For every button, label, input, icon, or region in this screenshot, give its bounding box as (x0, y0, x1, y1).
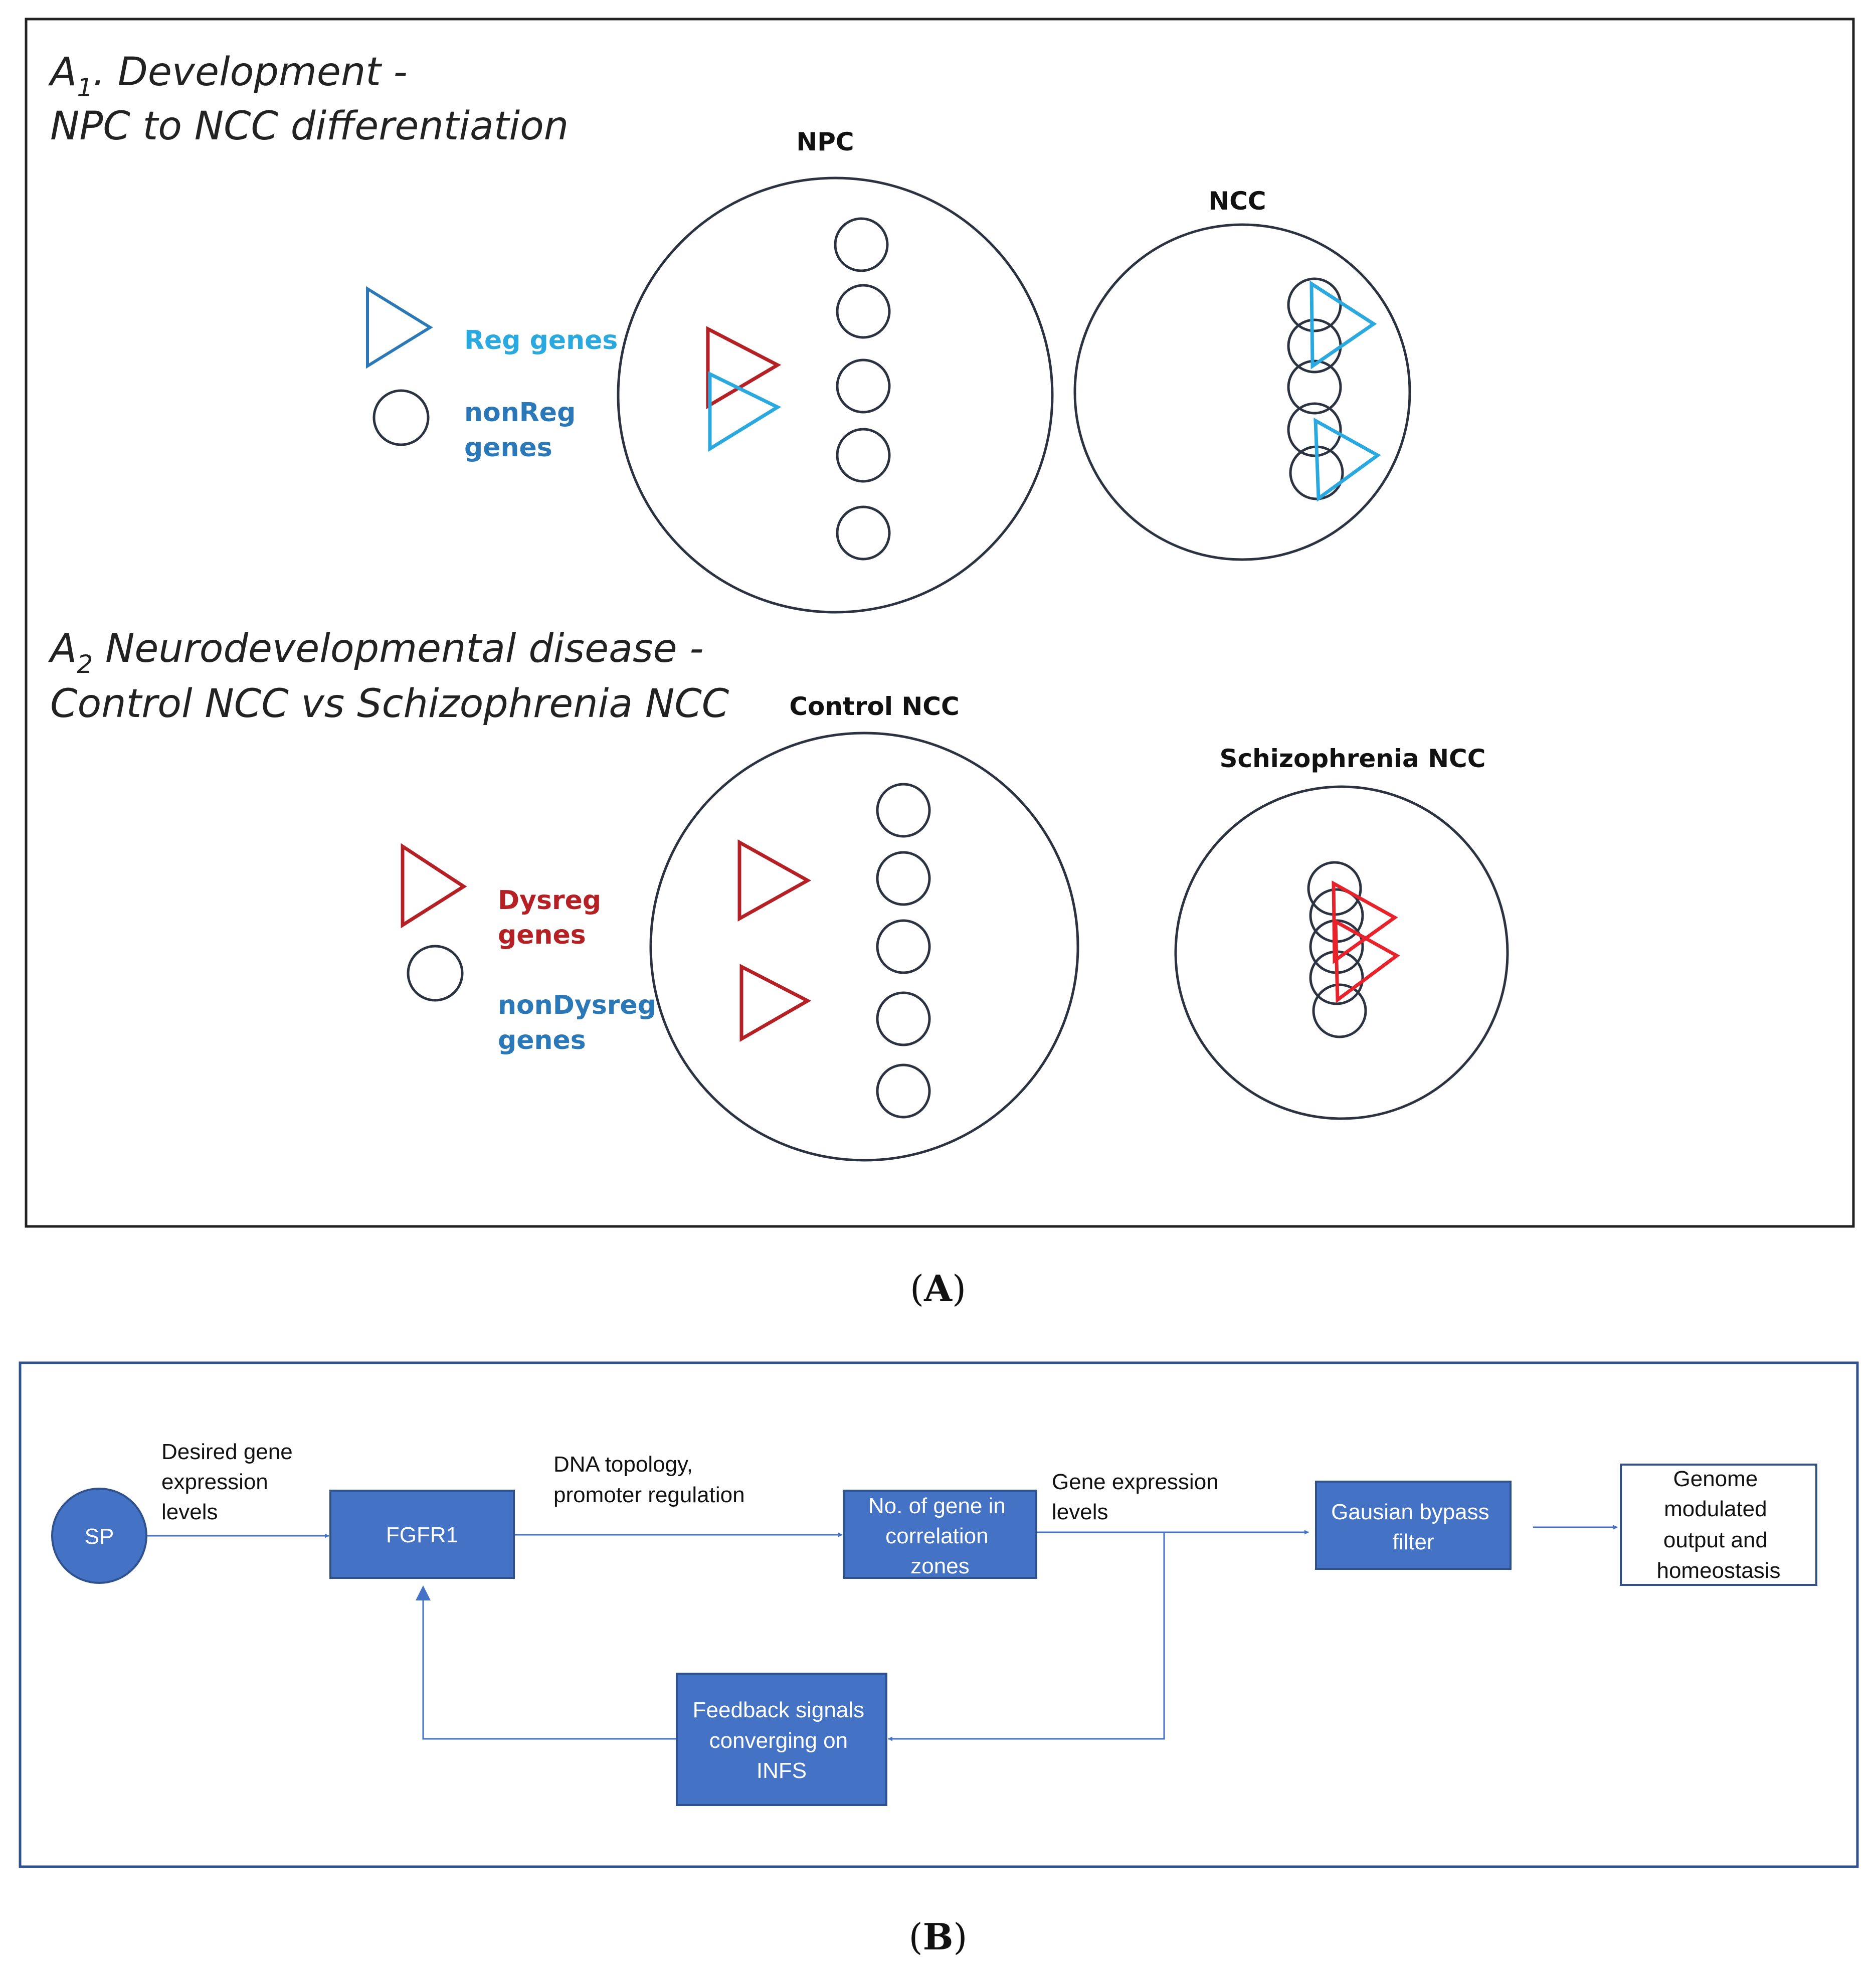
dysreg-genes-label-line2: genes (498, 920, 586, 950)
ncc-cell-title: NCC (1208, 187, 1266, 216)
fgfr1-node: FGFR1 (329, 1490, 515, 1579)
feedback-label: Feedback signals converging on INFS (693, 1698, 871, 1783)
sp-label: SP (85, 1524, 114, 1549)
nondysreg-genes-label-line1: nonDysreg (498, 990, 656, 1020)
feedback-box (676, 1673, 887, 1806)
a1-title-line1: A1. Development - (48, 50, 408, 102)
edge-feedback-to-fgfr1 (416, 1585, 677, 1740)
nonreg-gene-circle (836, 505, 891, 561)
fgfr1-label: FGFR1 (386, 1523, 458, 1547)
a1-legend: Reg genes nonReg genes (366, 286, 618, 463)
control-ncc-title: Control NCC (789, 692, 959, 721)
nonreg-genes-label-line1: nonReg (464, 398, 576, 428)
nonreg-gene-circle (836, 358, 891, 414)
dysreg-gene-triangle (737, 839, 812, 922)
output-box (1620, 1464, 1817, 1586)
sp-circle (51, 1488, 147, 1584)
npc-cell (617, 176, 1054, 614)
feedback-node: Feedback signals converging on INFS (676, 1673, 887, 1806)
nonreg-gene-circle (836, 428, 891, 483)
nonreg-gene-circle (1287, 277, 1342, 332)
a1-title-line2: NPC to NCC differentiation (50, 104, 569, 149)
gausian-filter-box (1315, 1481, 1512, 1570)
gausian-filter-label: Gausian bypass filter (1331, 1500, 1495, 1554)
edge-fgfr1-zones-label: DNA topology, promoter regulation (553, 1452, 745, 1507)
nondysreg-genes-label-line2: genes (498, 1025, 586, 1055)
panel-b-label: (B) (908, 1915, 967, 1958)
edge-sp-fgfr1-label: Desired gene expression levels (161, 1440, 299, 1524)
sp-node: SP (51, 1488, 147, 1584)
reg-genes-label: Reg genes (464, 325, 618, 355)
nonreg-gene-circle-icon (372, 389, 430, 446)
edge-zones-filter-label: Gene expression levels (1052, 1470, 1225, 1524)
nonreg-gene-circle (1287, 402, 1342, 457)
reg-gene-triangle (1309, 280, 1377, 370)
dysreg-gene-triangle (739, 964, 812, 1042)
output-label: Genome modulated output and homeostasis (1656, 1467, 1780, 1583)
a2-title-line1: A2 Neurodevelopmental disease - (48, 626, 704, 679)
panel-b-frame (19, 1361, 1859, 1868)
nonreg-gene-circle (1287, 360, 1342, 415)
nondysreg-gene-circle-icon (407, 945, 464, 1002)
panel-a-frame (25, 18, 1855, 1228)
a2-legend: Dysreg genes nonDysreg genes (401, 843, 656, 1055)
nondysreg-gene-circle (876, 783, 931, 838)
fgfr1-box (329, 1490, 515, 1579)
gausian-filter-node: Gausian bypass filter (1315, 1481, 1512, 1570)
correlation-zones-label: No. of gene in correlation zones (868, 1494, 1012, 1578)
ncc-cell-membrane (1073, 223, 1411, 561)
edge-to-feedback (888, 1532, 1165, 1741)
reg-gene-triangle-icon (366, 286, 433, 369)
nondysreg-gene-circle (876, 991, 931, 1046)
dysreg-gene-triangle (1334, 918, 1400, 1003)
flow-connectors (147, 1525, 1618, 1741)
nondysreg-gene-circle (876, 919, 931, 974)
nondysreg-gene-circle (876, 851, 931, 906)
nondysreg-gene-circle (1312, 983, 1367, 1038)
output-node: Genome modulated output and homeostasis (1620, 1464, 1817, 1586)
dysreg-gene-triangle-icon (401, 843, 467, 929)
schizophrenia-ncc-cell (1174, 785, 1509, 1120)
correlation-zones-box (843, 1490, 1037, 1579)
schizophrenia-ncc-title: Schizophrenia NCC (1220, 744, 1486, 773)
reg-gene-triangle (708, 371, 782, 452)
ncc-cell (1073, 223, 1411, 561)
nonreg-genes-label-line2: genes (464, 433, 552, 463)
control-ncc-cell (649, 732, 1079, 1162)
npc-cell-title: NPC (796, 127, 854, 156)
control-ncc-membrane (649, 732, 1079, 1162)
nondysreg-gene-circle (876, 1063, 931, 1119)
a2-title-line2: Control NCC vs Schizophrenia NCC (50, 681, 729, 727)
dysreg-genes-label-line1: Dysreg (498, 885, 601, 916)
dysreg-gene-triangle (706, 326, 782, 410)
schizophrenia-ncc-membrane (1174, 785, 1509, 1120)
panel-a-label: (A) (910, 1267, 966, 1310)
npc-cell-membrane (617, 176, 1054, 614)
reg-gene-triangle (1314, 417, 1381, 502)
nonreg-gene-circle (834, 217, 889, 272)
nonreg-gene-circle (836, 284, 891, 339)
correlation-zones-node: No. of gene in correlation zones (843, 1490, 1037, 1579)
